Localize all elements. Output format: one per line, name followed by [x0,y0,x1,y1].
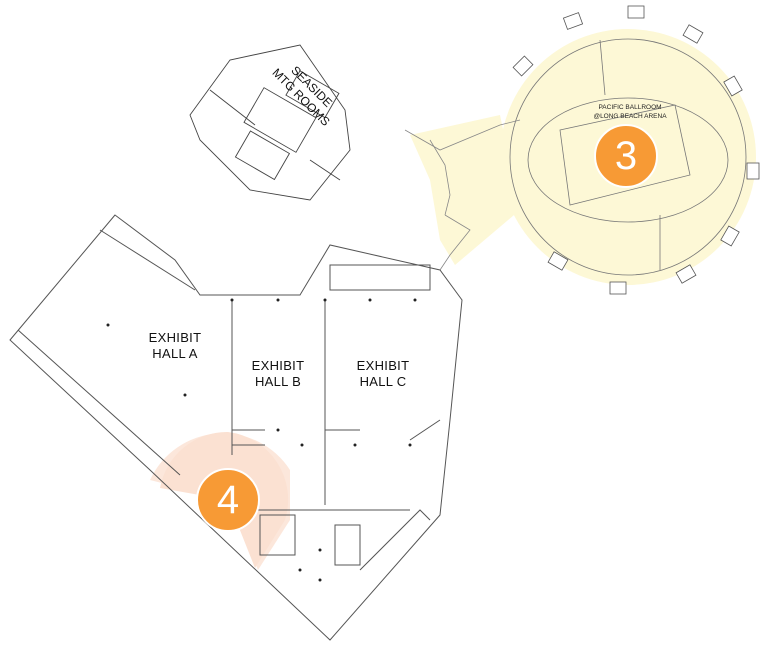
pacific-ballroom-label: PACIFIC BALLROOM @LONG BEACH ARENA [575,103,685,121]
arena-zone-highlight [410,29,756,285]
column-dots [106,298,417,582]
exhibit-hall-c-label: EXHIBIT HALL C [343,358,423,390]
hall-b-line2: HALL B [254,374,302,389]
exhibit-halls-outline [9,214,463,641]
zone-3-marker[interactable]: 3 [594,124,658,188]
arena-outline [509,38,747,276]
ballroom-subtitle: @LONG BEACH ARENA [593,113,667,120]
seaside-meeting-rooms [189,44,351,201]
hall-a-line1: EXHIBIT [148,330,202,345]
zone-4-marker[interactable]: 4 [196,468,260,532]
hall-b-line1: EXHIBIT [251,358,305,373]
exhibit-hall-a-label: EXHIBIT HALL A [135,330,215,362]
hall-a-line2: HALL A [152,346,198,361]
exhibit-hall-b-label: EXHIBIT HALL B [238,358,318,390]
arena-stair-towers [512,5,760,295]
ballroom-name: PACIFIC BALLROOM [598,104,662,111]
hall-c-line2: HALL C [359,374,407,389]
hall-c-line1: EXHIBIT [356,358,410,373]
